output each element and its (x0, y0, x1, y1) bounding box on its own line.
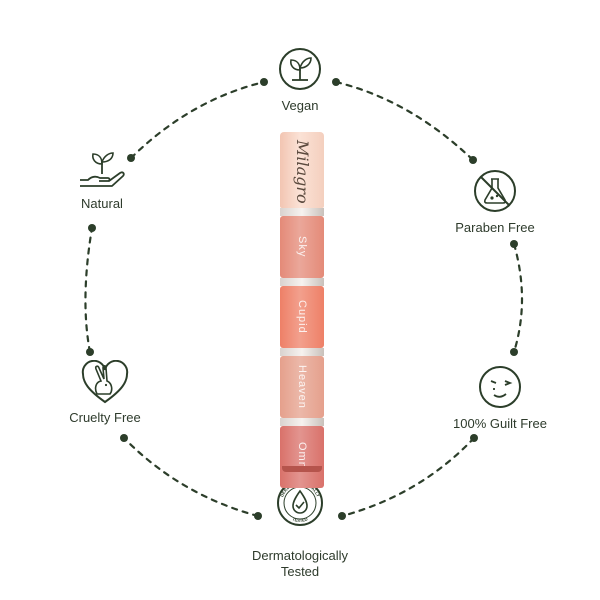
feature-label: Natural (81, 196, 123, 211)
shade-segment: Sky (280, 216, 324, 278)
winking-face-icon (479, 366, 521, 408)
ring-dot (260, 78, 268, 86)
bunny-heart-icon (81, 360, 129, 404)
connector-paraben-guilt (512, 242, 524, 354)
ring-dot (470, 434, 478, 442)
feature-label-line2: Tested (280, 564, 320, 579)
connector-guilt-derm (340, 436, 476, 518)
feature-label: Paraben Free (455, 220, 535, 235)
hand-sprout-icon (80, 152, 125, 187)
connector-natural-vegan (129, 80, 266, 160)
connector-derm-cruelty (122, 436, 260, 518)
ring-dot (127, 154, 135, 162)
feature-cruelty-free: Cruelty Free (50, 360, 160, 426)
ring-dot (332, 78, 340, 86)
shade-name: Sky (296, 236, 308, 258)
lip-tint-stack-product: Milagro Sky Cupid Heaven Omni (278, 128, 326, 488)
product-band (280, 208, 324, 216)
ring-dot (338, 512, 346, 520)
feature-vegan: Vegan (250, 46, 350, 114)
feature-dermatologically-tested: DERMATOLOGICALLY TESTED Dermatologically… (230, 478, 370, 580)
feature-label-line1: Dermatologically (251, 548, 349, 563)
ring-dot (510, 348, 518, 356)
feature-paraben-free: Paraben Free (440, 168, 550, 236)
feature-natural: Natural (62, 146, 142, 212)
feature-label: Cruelty Free (69, 410, 141, 425)
svg-text:TESTED: TESTED (292, 516, 309, 523)
feature-label: 100% Guilt Free (453, 416, 547, 431)
shade-name: Omni (296, 441, 308, 473)
feature-guilt-free: 100% Guilt Free (440, 364, 560, 432)
shade-segment: Omni (280, 426, 324, 488)
product-base (282, 466, 322, 472)
feature-label: Vegan (281, 98, 319, 113)
brand-logo: Milagro (293, 140, 312, 204)
connector-vegan-paraben (334, 80, 475, 162)
ring-dot (510, 240, 518, 248)
crossed-flask-icon (474, 170, 516, 212)
product-band (280, 418, 324, 426)
product-cap: Milagro (280, 132, 324, 208)
badge-text-bottom: TESTED (292, 516, 309, 523)
shade-name: Cupid (296, 300, 308, 334)
shade-segment: Heaven (280, 356, 324, 418)
product-band (280, 278, 324, 286)
ring-dot (88, 224, 96, 232)
product-band (280, 348, 324, 356)
ring-dot (469, 156, 477, 164)
plant-sprout-icon (279, 48, 321, 90)
ring-dot (254, 512, 262, 520)
shade-name: Heaven (296, 365, 308, 409)
connector-cruelty-natural (84, 226, 94, 354)
ring-dot (86, 348, 94, 356)
shade-segment: Cupid (280, 286, 324, 348)
ring-dot (120, 434, 128, 442)
